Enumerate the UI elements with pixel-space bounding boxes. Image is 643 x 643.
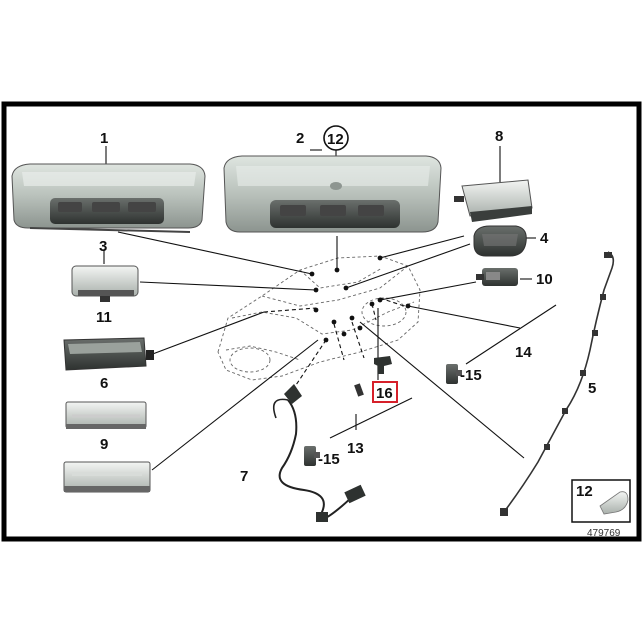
- highlight-box-16: [372, 381, 398, 403]
- callout-13: 13: [347, 440, 364, 457]
- callout-8: 8: [495, 128, 503, 145]
- callout-9: 9: [100, 436, 108, 453]
- callout-15-left: -15: [318, 451, 340, 468]
- door-light-icon: [476, 268, 518, 286]
- callout-3: 3: [99, 238, 107, 255]
- boot-light-icon: [63, 461, 151, 493]
- callout-7: 7: [240, 468, 248, 485]
- callout-12: 12: [327, 131, 344, 148]
- bulb-icon: [571, 479, 631, 523]
- reference-number: 479769: [587, 528, 621, 539]
- callout-12-bulb: 12: [576, 483, 593, 500]
- callout-6: 6: [100, 375, 108, 392]
- glovebox-light-icon: [63, 337, 154, 371]
- callout-4: 4: [540, 230, 549, 247]
- callout-14: 14: [515, 344, 532, 361]
- overhead-console-icon: [11, 163, 206, 233]
- rear-reading-light-icon: [223, 155, 442, 233]
- callout-labels: 1 2 12 8 3 4 10 11 14 -15 5 6 16 9 13 7 …: [96, 125, 621, 539]
- callout-16: 16: [376, 385, 393, 402]
- callout-5: 5: [588, 380, 596, 397]
- wire-harness-icon: [272, 384, 366, 522]
- footwell-light-icon: [71, 265, 139, 302]
- led-module-icon: [304, 364, 462, 466]
- callout-2: 2: [296, 130, 304, 147]
- led-module-icon: [473, 225, 527, 257]
- leader-lines: [103, 146, 557, 471]
- led-module-icon: [354, 356, 392, 397]
- callout-15-right: -15: [460, 367, 482, 384]
- car-outline-icon: [217, 255, 421, 381]
- callout-10: 10: [536, 271, 553, 288]
- callout-1: 1: [100, 130, 108, 147]
- boot-light-icon: [65, 401, 147, 429]
- vanity-mirror-light-icon: [454, 179, 533, 222]
- callout-11: 11: [96, 309, 112, 326]
- ambient-light-strip-icon: [500, 251, 615, 516]
